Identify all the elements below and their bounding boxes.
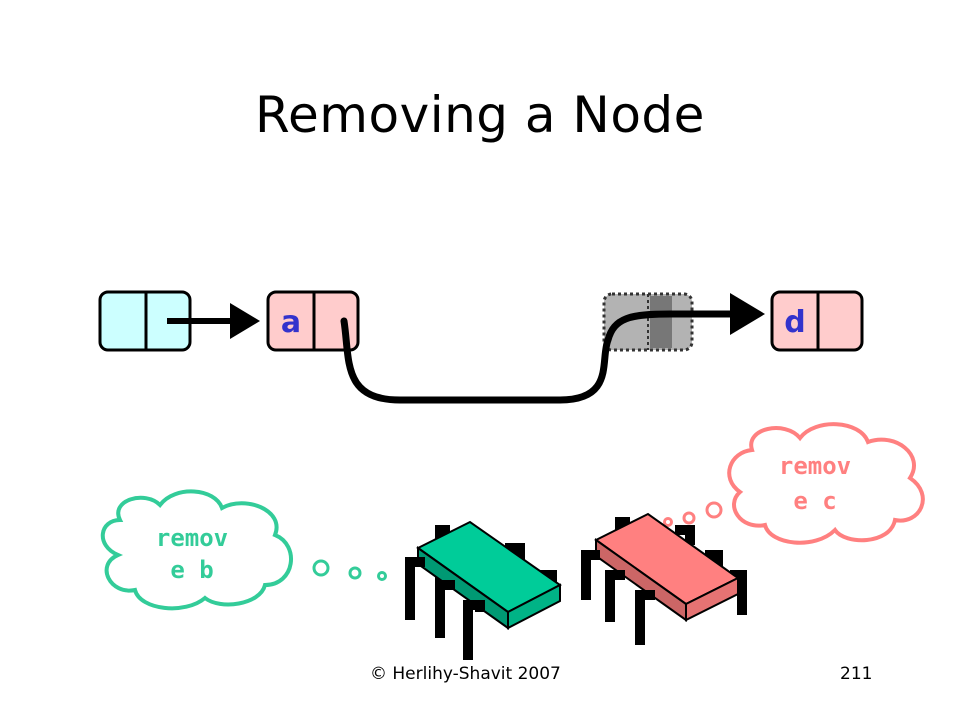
- thread-pink-icon: [581, 512, 747, 645]
- thought-cloud-remove-b: remov e b: [100, 489, 387, 611]
- thought-c-line2: e c: [793, 487, 836, 515]
- footer-copyright: © Herlihy-Shavit 2007: [370, 664, 561, 684]
- thought-cloud-remove-c: remov e c: [663, 422, 925, 545]
- list-node-d: d: [770, 290, 864, 352]
- page-number: 211: [840, 664, 873, 684]
- thought-c-line1: remov: [779, 452, 851, 480]
- thought-b-line1: remov: [156, 524, 228, 552]
- node-a-label: a: [281, 305, 301, 340]
- list-node-removed: [602, 292, 694, 352]
- node-d-label: d: [784, 305, 805, 340]
- thread-green-icon: [405, 520, 562, 660]
- pointer-a-to-d: [340, 293, 765, 404]
- list-node-a: a: [266, 290, 360, 352]
- thought-b-line2: e b: [170, 556, 213, 584]
- slide-title: Removing a Node: [255, 86, 705, 144]
